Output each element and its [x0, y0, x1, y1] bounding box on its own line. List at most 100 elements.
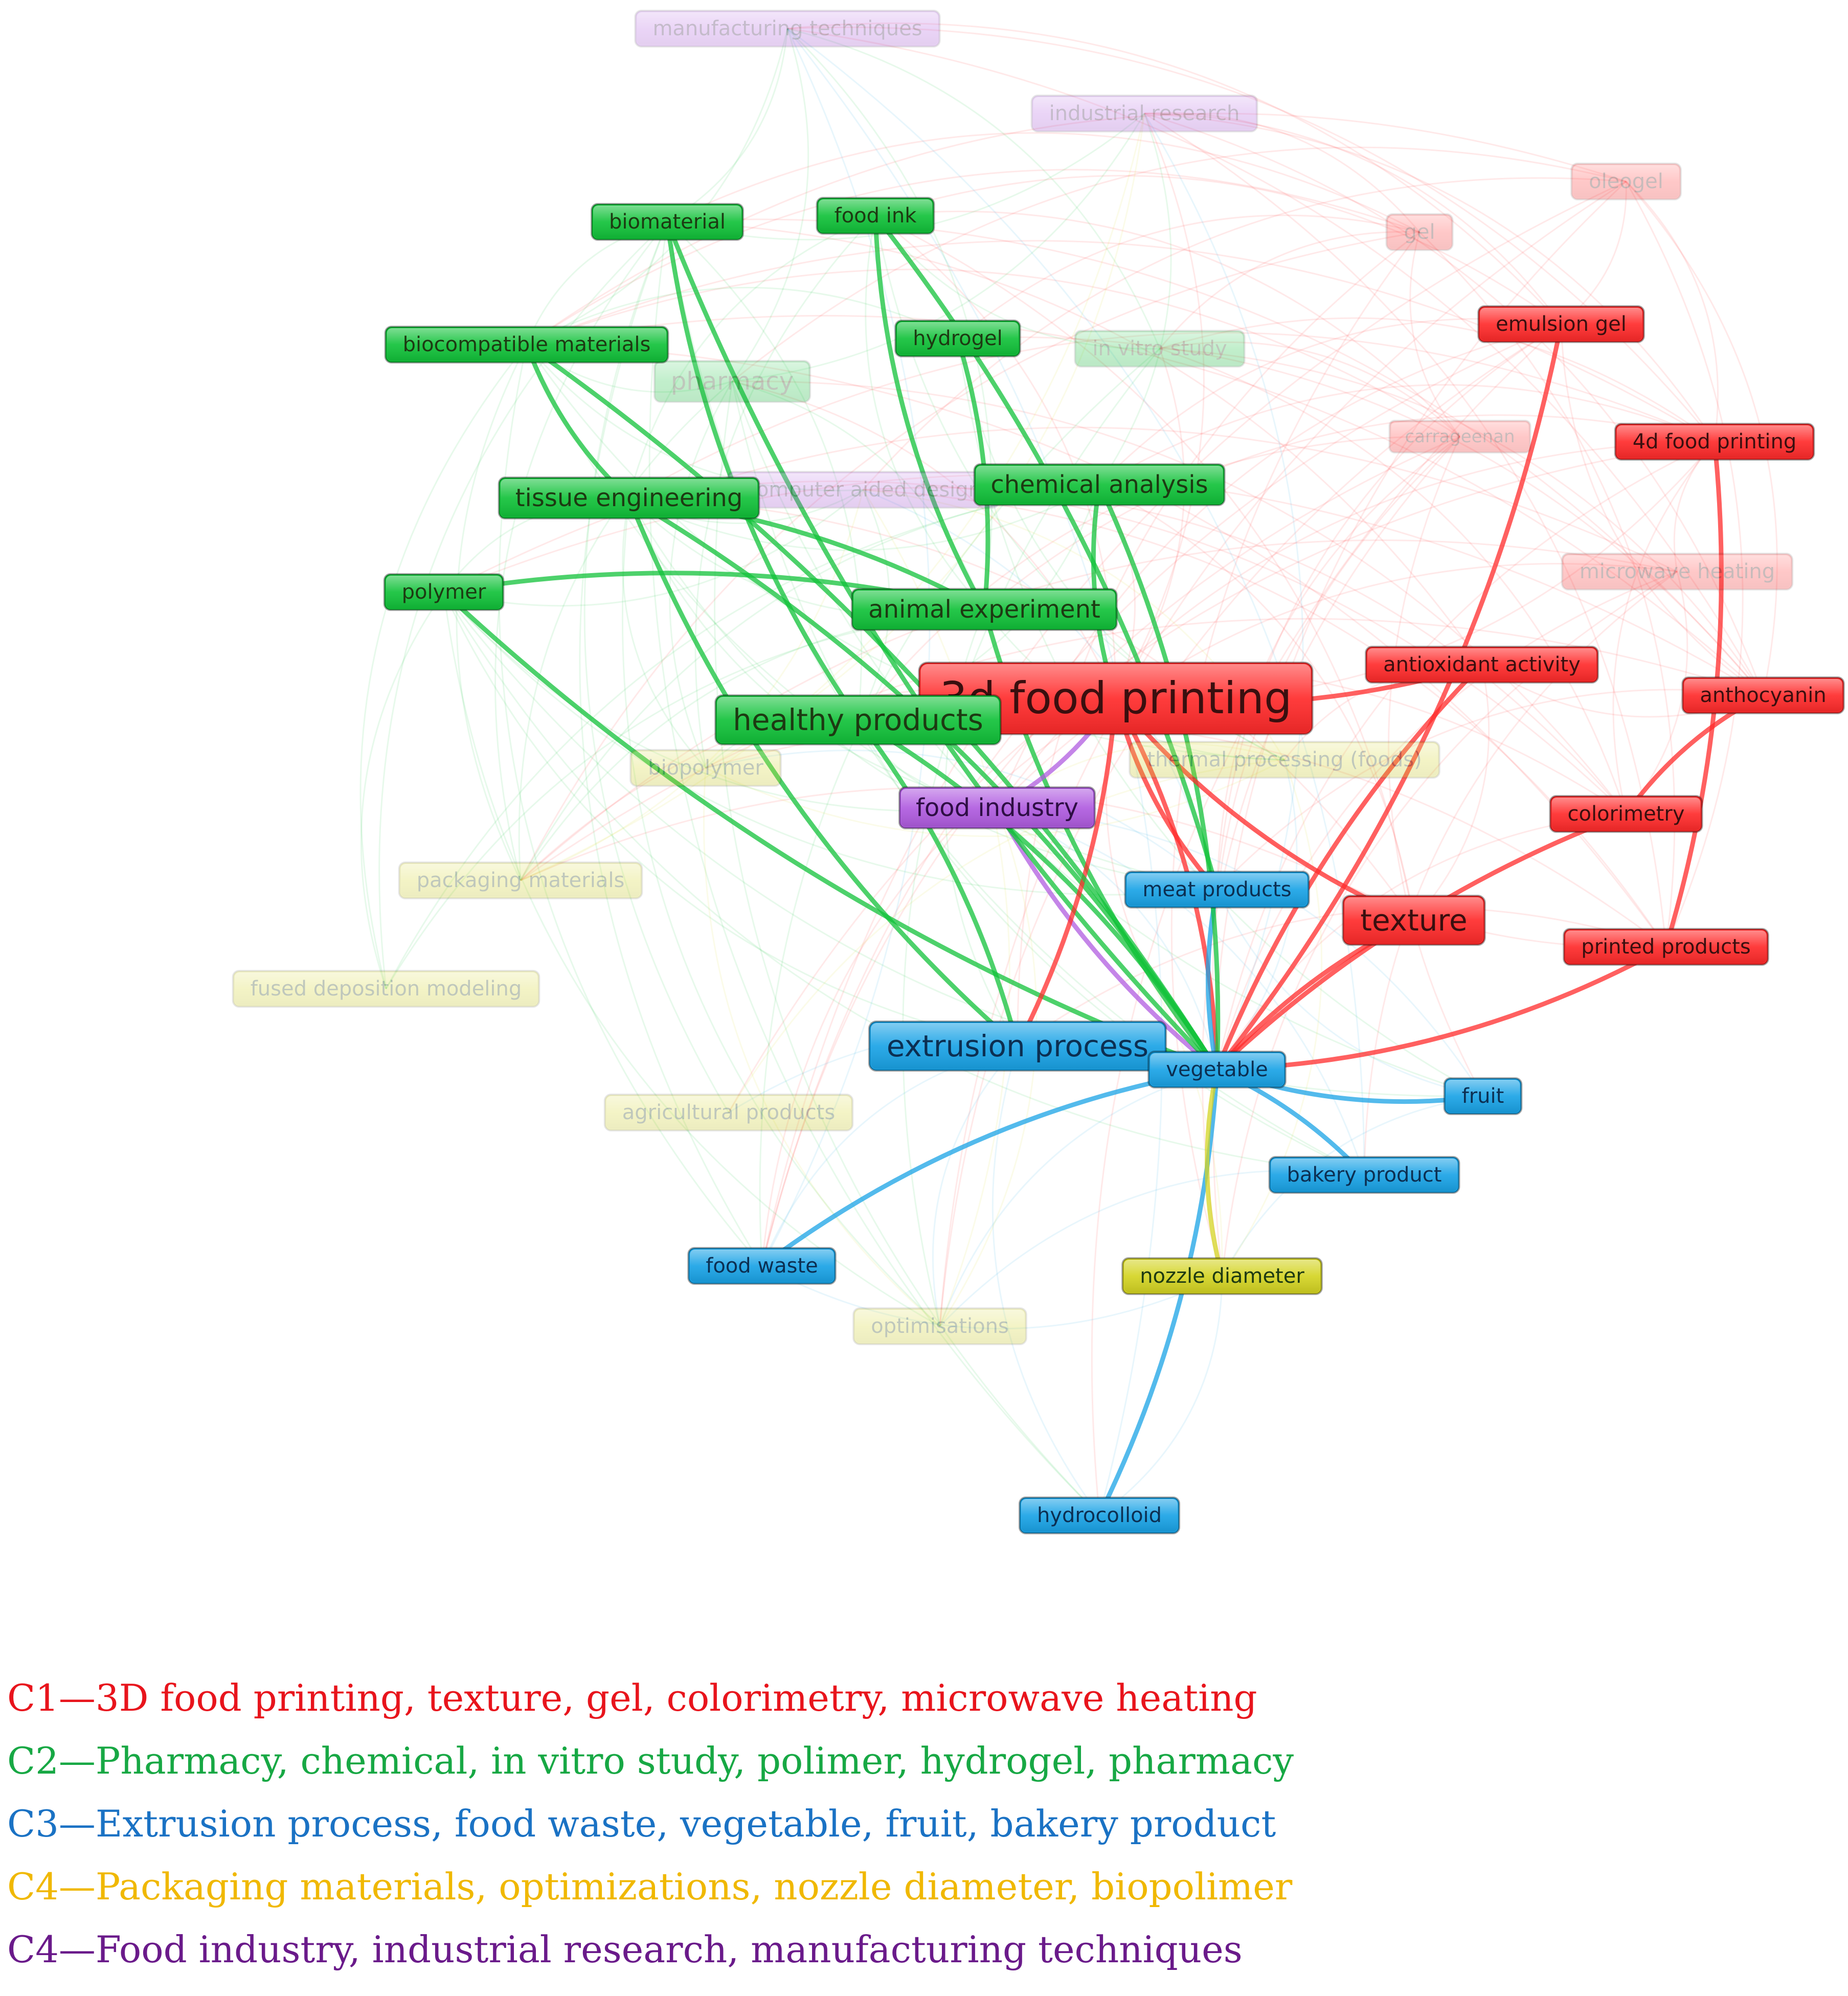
node-label: animal experiment — [868, 595, 1100, 624]
background-link — [1413, 664, 1490, 921]
node-label: colorimetry — [1568, 802, 1685, 826]
node-gloss — [656, 362, 809, 400]
background-link — [1216, 323, 1562, 890]
node-label: anthocyanin — [1700, 684, 1826, 707]
node-label: tissue engineering — [515, 484, 743, 512]
node-label: food waste — [706, 1254, 818, 1278]
background-link — [1143, 113, 1304, 1070]
background-link — [1144, 112, 1562, 325]
keyword-link — [1205, 1067, 1225, 1279]
keyword-link — [626, 495, 1020, 1049]
background-link — [520, 231, 1420, 881]
cluster-legend: C1—3D food printing, texture, gel, color… — [7, 1667, 1828, 1981]
node-label: hydrocolloid — [1037, 1504, 1162, 1527]
node-label: biopolymer — [648, 756, 763, 780]
background-link — [787, 28, 1764, 696]
keyword-link — [524, 342, 1220, 1072]
keyword-node-microwave-heating: microwave heating — [1561, 553, 1794, 591]
node-label: food ink — [835, 204, 917, 228]
node-label: meat products — [1142, 878, 1291, 901]
background-link — [1216, 889, 1483, 1097]
background-link — [456, 344, 528, 881]
keyword-link — [1214, 322, 1564, 1072]
background-link — [997, 807, 1223, 1277]
background-link — [622, 497, 707, 769]
node-label: biocompatible materials — [403, 333, 651, 356]
keyword-node-manufacturing-techniques: manufacturing techniques — [634, 10, 941, 48]
legend-code: C3 — [7, 1802, 59, 1845]
keyword-node-animal-experiment: animal experiment — [851, 588, 1118, 631]
node-label: nozzle diameter — [1140, 1264, 1304, 1288]
legend-code: C4 — [7, 1928, 59, 1971]
keyword-node-gel: gel — [1385, 213, 1454, 251]
background-link — [732, 113, 1145, 382]
keyword-node-packaging-materials: packaging materials — [398, 861, 643, 899]
keyword-node-vegetable: vegetable — [1147, 1051, 1287, 1088]
background-link — [761, 436, 1460, 1266]
keyword-node-oleogel: oleogel — [1570, 163, 1682, 200]
keyword-node-polymer: polymer — [383, 573, 505, 611]
legend-separator: — — [58, 1739, 96, 1782]
background-link — [863, 489, 1218, 890]
background-link — [526, 240, 1715, 443]
background-link — [1159, 348, 1764, 696]
background-link — [694, 215, 876, 768]
node-gloss — [729, 473, 998, 506]
node-gloss — [1446, 1080, 1520, 1113]
keyword-node-pharmacy: pharmacy — [653, 360, 812, 403]
legend-text: Pharmacy, chemical, in vitro study, poli… — [95, 1739, 1294, 1782]
node-gloss — [387, 328, 667, 361]
background-link — [732, 380, 1627, 814]
node-label: 4d food printing — [1633, 430, 1797, 453]
background-link — [526, 268, 1460, 438]
node-label: healthy products — [733, 702, 983, 737]
background-link — [862, 177, 1627, 490]
background-link — [667, 28, 788, 223]
keyword-link — [524, 342, 632, 501]
node-label: oleogel — [1589, 170, 1663, 193]
node-gloss — [606, 1096, 851, 1129]
keyword-node-antioxidant-activity: antioxidant activity — [1365, 646, 1599, 684]
keyword-node-tissue-engineering: tissue engineering — [498, 477, 760, 519]
legend-separator: — — [58, 1676, 96, 1719]
keyword-node-food-waste: food waste — [687, 1247, 837, 1285]
legend-code: C1 — [7, 1676, 59, 1719]
legend-separator: — — [58, 1802, 96, 1845]
background-link — [957, 214, 1420, 339]
keyword-node-in-vitro-study: in vitro study — [1074, 330, 1246, 368]
keyword-node-healthy-products: healthy products — [714, 694, 1002, 745]
legend-entry-c1: C1—3D food printing, texture, gel, color… — [7, 1667, 1828, 1730]
background-link — [1159, 231, 1420, 349]
node-gloss — [897, 322, 1019, 355]
background-link — [761, 697, 1116, 1266]
keyword-node-thermal-processing: thermal processing (foods) — [1129, 741, 1440, 779]
background-link — [932, 1045, 1019, 1327]
node-gloss — [853, 591, 1115, 628]
node-label: hydrogel — [913, 327, 1003, 350]
background-link — [443, 592, 940, 1327]
node-label: packaging materials — [417, 869, 625, 892]
background-link — [520, 113, 1145, 881]
background-link — [714, 381, 1100, 1516]
background-link — [1216, 441, 1715, 1070]
node-gloss — [400, 864, 641, 897]
background-links — [359, 22, 1778, 1516]
keyword-node-fruit: fruit — [1443, 1077, 1523, 1115]
background-link — [1221, 759, 1323, 1277]
background-link — [666, 221, 863, 720]
node-gloss — [1573, 165, 1679, 198]
background-link — [728, 441, 1715, 1113]
keyword-node-printed-products: printed products — [1563, 928, 1769, 966]
background-link — [731, 381, 1483, 1097]
node-label: bakery product — [1287, 1163, 1442, 1187]
background-link — [1115, 113, 1205, 699]
keyword-node-bakery-product: bakery product — [1268, 1156, 1460, 1194]
background-link — [1625, 181, 1778, 696]
background-link — [703, 767, 940, 1327]
keyword-node-industrial-research: industrial research — [1030, 95, 1258, 132]
node-label: industrial research — [1049, 102, 1240, 125]
background-link — [1017, 907, 1666, 1047]
background-link — [628, 497, 1218, 891]
